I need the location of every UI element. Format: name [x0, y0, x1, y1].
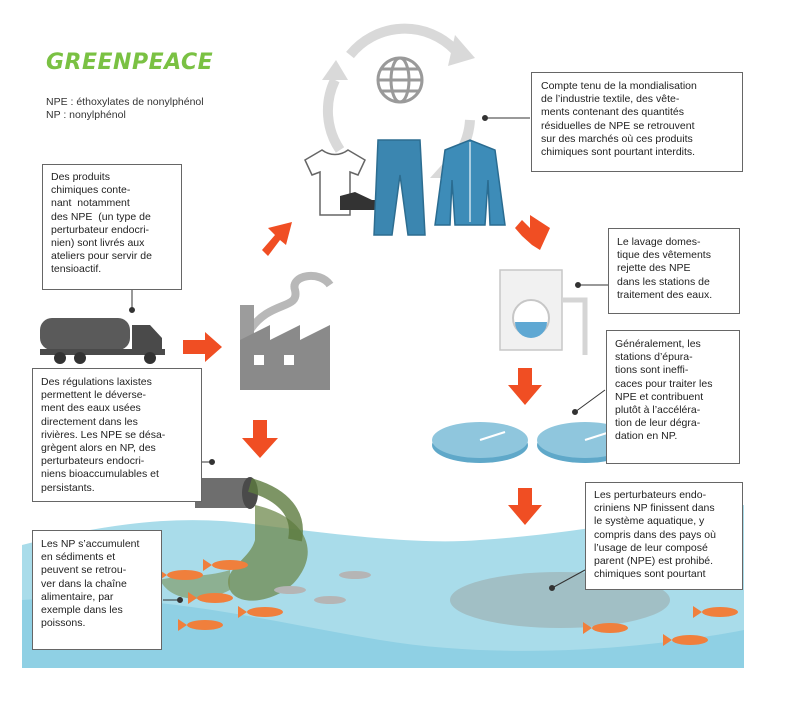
accumulate-text-box: Les NP s’accumulent en sédiments et peuv…: [32, 530, 162, 650]
supply-text-box: Des produits chimiques conte- nant notam…: [42, 164, 182, 290]
treatment-text: Généralement, les stations d’épura- tion…: [615, 338, 713, 443]
connector-lines: [129, 115, 608, 603]
globalisation-text-box: Compte tenu de la mondialisation de l’in…: [531, 72, 743, 172]
globalisation-text: Compte tenu de la mondialisation de l’in…: [541, 80, 697, 159]
greenpeace-logo: GREENPEACE: [46, 50, 214, 75]
arrow-factory-pipe: [242, 420, 278, 458]
flow-arrows: [183, 215, 550, 525]
legend-npe: NPE : éthoxylates de nonylphénol: [46, 96, 204, 108]
tanker-truck-icon: [40, 318, 165, 364]
legend-np: NP : nonylphénol: [46, 109, 126, 121]
arrow-factory-clothes: [262, 222, 292, 256]
fish-icon: [238, 606, 283, 618]
pollution-plume-left: [227, 505, 308, 601]
fish-icon: [339, 571, 371, 579]
fish-group-left: [158, 559, 283, 631]
washing-text-box: Le lavage domes- tique des vêtements rej…: [608, 228, 740, 314]
globe-icon: [376, 56, 424, 104]
treatment-basin-icon: [432, 422, 633, 463]
fish-icon: [693, 606, 738, 618]
washing-machine-icon: [499, 269, 588, 355]
abbreviation-legend: NPE : éthoxylates de nonylphénol NP : no…: [46, 96, 204, 122]
pipe-icon: [195, 477, 303, 542]
arrow-truck-factory: [183, 332, 222, 362]
fish-icon: [178, 619, 223, 631]
supply-text: Des produits chimiques conte- nant notam…: [51, 171, 152, 276]
aquatic-text-box: Les perturbateurs endo- criniens NP fini…: [585, 482, 743, 590]
accumulate-text: Les NP s’accumulent en sédiments et peuv…: [41, 538, 140, 630]
arrow-clothes-washing: [515, 215, 550, 250]
jeans-icon: [373, 139, 426, 236]
fish-icon: [314, 596, 346, 604]
factory-icon: [240, 271, 334, 390]
fish-icon: [583, 622, 628, 634]
arrow-basins-water: [508, 488, 542, 525]
aquatic-text: Les perturbateurs endo- criniens NP fini…: [594, 489, 716, 581]
regulations-text-box: Des régulations laxistes permettent le d…: [32, 368, 202, 502]
fish-icon: [274, 586, 306, 594]
fish-icon: [663, 634, 708, 646]
treatment-text-box: Généralement, les stations d’épura- tion…: [606, 330, 740, 464]
fish-icon: [188, 592, 233, 604]
washing-text: Le lavage domes- tique des vêtements rej…: [617, 236, 713, 301]
regulations-text: Des régulations laxistes permettent le d…: [41, 376, 166, 494]
fish-group-gray: [274, 571, 371, 604]
arrow-washing-basins: [508, 368, 542, 405]
water-shade: [22, 598, 744, 668]
sneaker-icon: [340, 192, 382, 210]
fish-group-right: [583, 606, 738, 646]
fish-icon: [203, 559, 248, 571]
